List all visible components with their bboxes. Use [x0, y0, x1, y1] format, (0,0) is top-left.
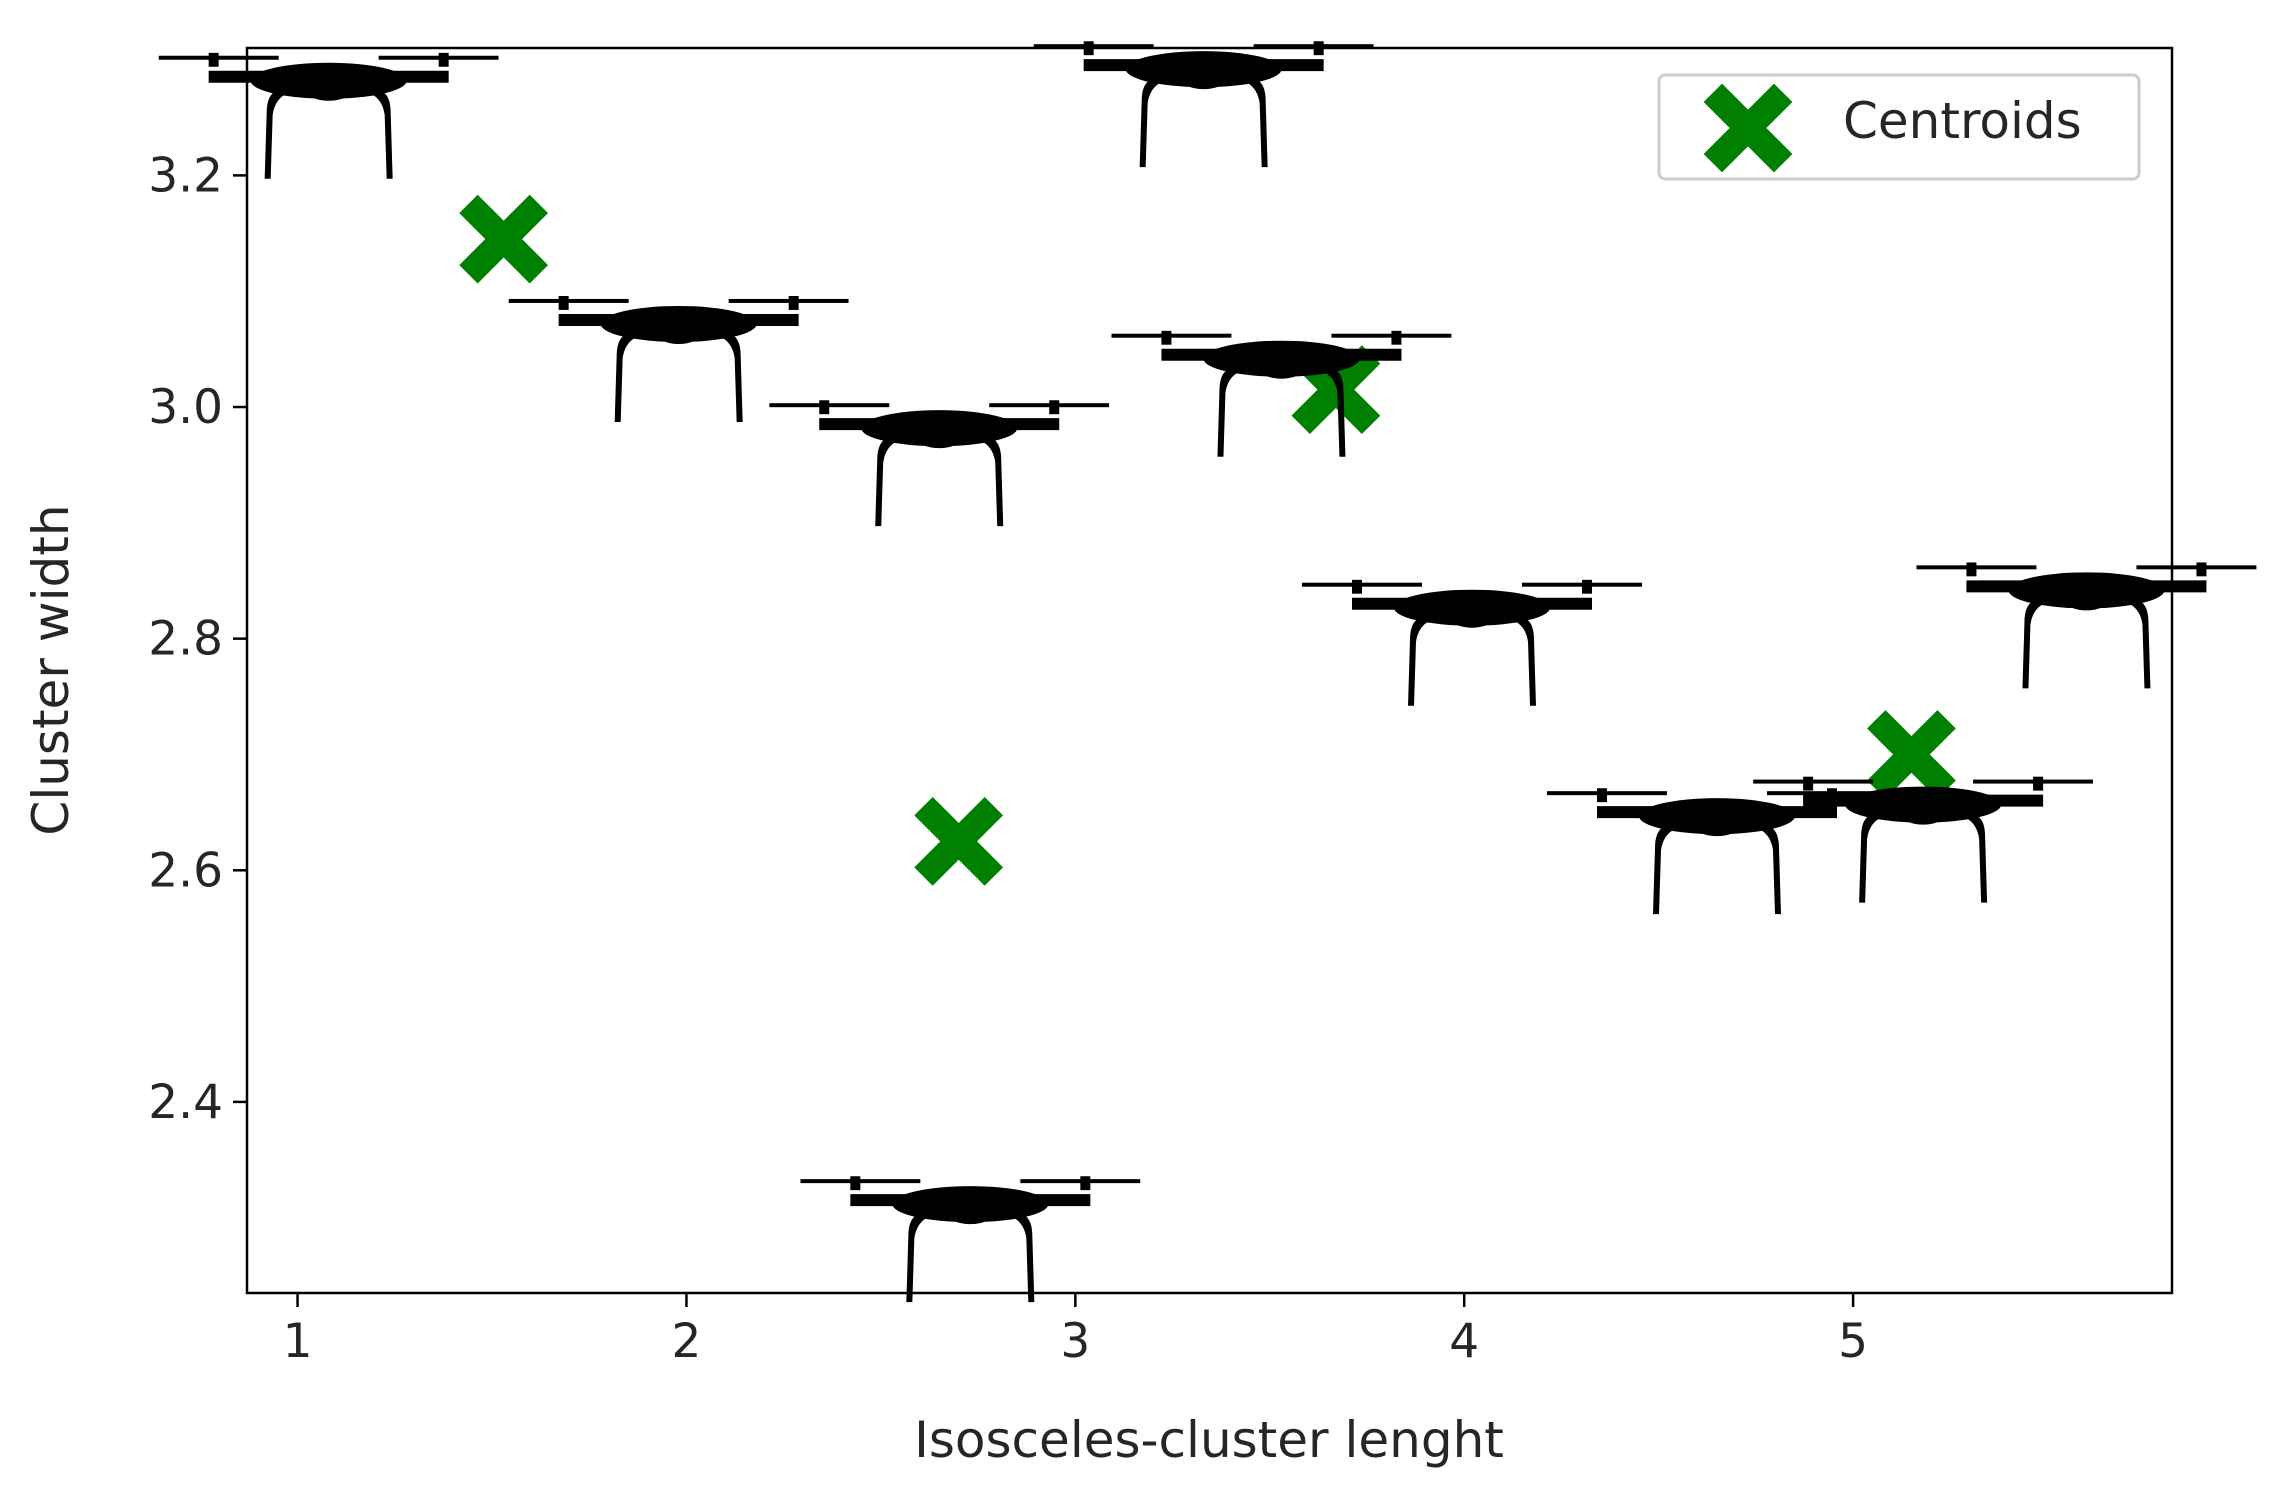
legend-centroid-marker [1703, 83, 1793, 173]
centroid-marker [1867, 710, 1956, 799]
plot-area [158, 41, 2257, 1303]
centroid-marker [914, 796, 1004, 886]
centroid-marker [459, 194, 549, 284]
y-tick-label: 2.4 [148, 1075, 223, 1130]
x-tick-label: 4 [1449, 1314, 1479, 1369]
y-tick-label: 3.0 [148, 380, 223, 435]
drone-icon [1033, 41, 1374, 168]
x-tick-label: 5 [1838, 1314, 1868, 1369]
legend-label-centroids: Centroids [1843, 92, 2082, 150]
x-tick-label: 2 [671, 1314, 701, 1369]
plot-frame [245, 46, 2174, 1295]
drone-icon [800, 1176, 1141, 1303]
y-tick-label: 3.2 [148, 148, 223, 203]
drone-icon [508, 295, 849, 422]
drone-icon [769, 400, 1110, 527]
legend: Centroids [1657, 73, 2141, 181]
y-axis-label: Cluster width [22, 504, 80, 835]
x-tick-label: 3 [1060, 1314, 1090, 1369]
y-tick-label: 2.8 [148, 612, 223, 667]
legend-x-icon [1703, 83, 1793, 173]
drone-icon [1916, 562, 2257, 689]
ticks-layer: 1 2 3 4 5 2.4 2.6 2.8 3.0 3.2 [148, 148, 1868, 1369]
x-axis-label: Isosceles-cluster lenght [914, 1411, 1504, 1469]
y-tick-label: 2.6 [148, 843, 223, 898]
drone-icon [1111, 330, 1452, 457]
x-tick-label: 1 [283, 1314, 313, 1369]
drone-icon [1302, 579, 1642, 706]
